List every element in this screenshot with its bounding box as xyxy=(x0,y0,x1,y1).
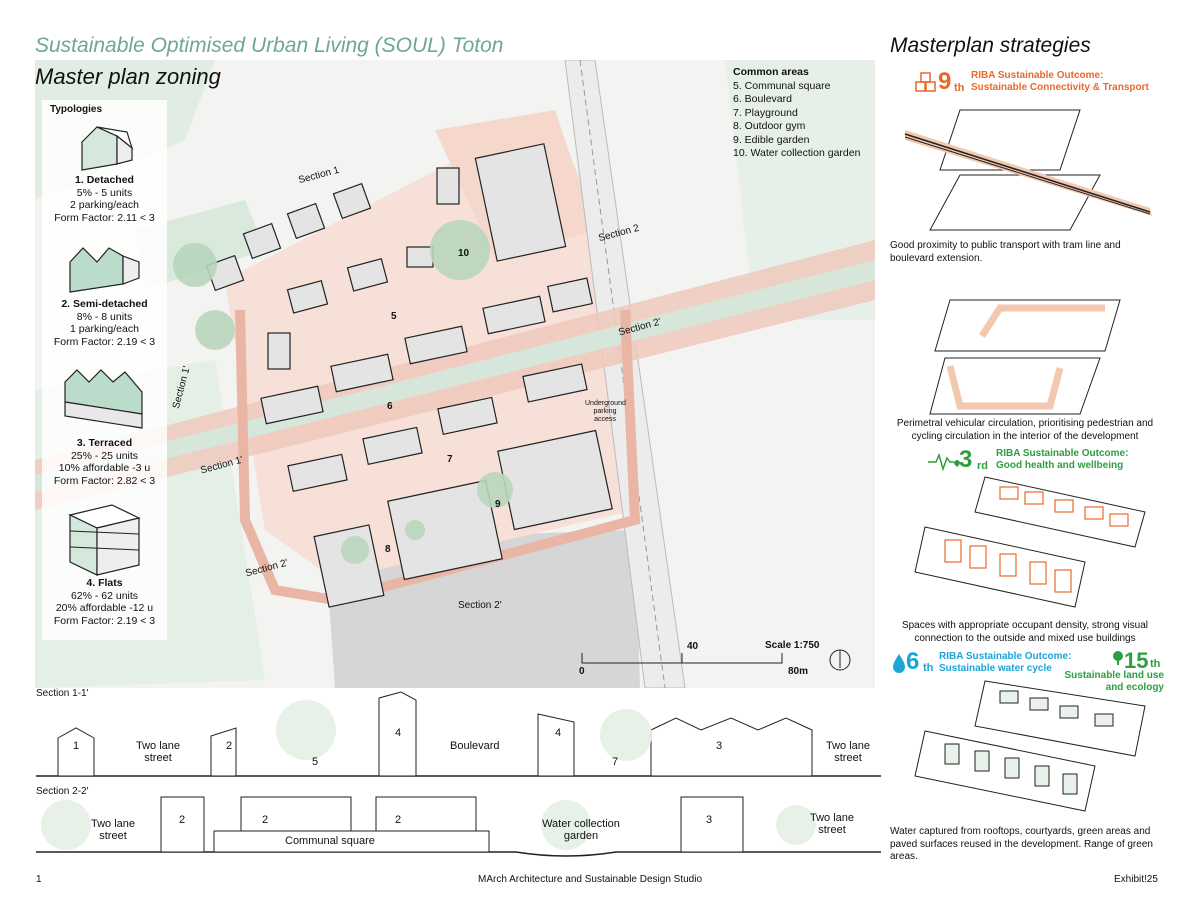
s1-num-2: 2 xyxy=(226,740,233,752)
studio-name: MArch Architecture and Sustainable Desig… xyxy=(478,874,703,885)
riba3-text: RIBA Sustainable Outcome: Sustainable wa… xyxy=(939,651,1072,674)
typology-terraced: 3. Terraced 25% - 25 units 10% affordabl… xyxy=(42,437,167,487)
strategy-caption-1: Good proximity to public transport with … xyxy=(890,240,1121,264)
s2-num-2a: 2 xyxy=(179,814,186,826)
s1-num-4b: 4 xyxy=(555,727,562,739)
typology-line: 5% - 5 units xyxy=(76,186,133,199)
flats-building-icon xyxy=(68,504,141,576)
s1-num-1: 1 xyxy=(73,740,80,752)
terraced-house-icon xyxy=(64,369,143,429)
svg-text:10: 10 xyxy=(458,248,470,259)
typology-line: 2 parking/each xyxy=(70,199,139,211)
water-cycle-diagram xyxy=(914,680,1146,812)
density-diagram xyxy=(914,476,1146,608)
typologies-panel: Typologies 1. Detached 5% - 5 units 2 pa… xyxy=(42,100,167,640)
riba2-text: RIBA Sustainable Outcome: Good health an… xyxy=(996,448,1129,471)
s1-two-lane-right: Two lane street xyxy=(825,740,871,764)
transport-diagram xyxy=(904,109,1152,231)
common-area-item: 6. Boulevard xyxy=(733,93,792,105)
s2-num-2c: 2 xyxy=(395,814,402,826)
section-1-title: Section 1-1' xyxy=(36,688,89,699)
typology-line: Form Factor: 2.19 < 3 xyxy=(53,335,156,348)
typology-line: 20% affordable -12 u xyxy=(55,602,154,614)
riba3-rank: 6 xyxy=(906,648,920,675)
s1-num-4a: 4 xyxy=(395,727,402,739)
scale-tick-0: 0 xyxy=(579,666,585,677)
s1-num-5: 5 xyxy=(312,756,319,768)
typology-detached: 1. Detached 5% - 5 units 2 parking/each … xyxy=(42,174,167,224)
section-label-7: Section 2' xyxy=(458,600,502,611)
s2-communal-square: Communal square xyxy=(285,835,375,847)
typology-name: 2. Semi-detached xyxy=(61,298,148,310)
typology-name: 3. Terraced xyxy=(76,437,133,449)
riba1-text: RIBA Sustainable Outcome: Sustainable Co… xyxy=(971,70,1149,93)
common-areas-list: Common areas 5. Communal square 6. Boule… xyxy=(733,66,860,161)
riba4-rank: 15 xyxy=(1124,648,1149,673)
riba2-suffix: rd xyxy=(977,460,988,472)
riba3-suffix: th xyxy=(923,662,934,674)
typologies-heading: Typologies xyxy=(50,104,103,115)
svg-text:5: 5 xyxy=(391,311,397,322)
water-drop-icon xyxy=(893,654,905,673)
typology-line: 1 parking/each xyxy=(70,323,139,335)
s1-num-3: 3 xyxy=(716,740,723,752)
semi-detached-house-icon xyxy=(69,247,140,293)
riba1-rank: 9 xyxy=(938,68,952,95)
typology-flats: 4. Flats 62% - 62 units 20% affordable -… xyxy=(42,577,167,627)
plan-subtitle: Master plan zoning xyxy=(35,64,221,89)
typology-line: 25% - 25 units xyxy=(70,449,139,462)
exhibit-label: Exhibit!25 xyxy=(1114,874,1158,885)
s1-num-7: 7 xyxy=(612,756,619,768)
masterplan-map: 5 6 7 8 9 10 xyxy=(35,60,875,688)
svg-text:6: 6 xyxy=(387,401,393,412)
svg-text:7: 7 xyxy=(447,454,453,465)
riba4-text: Sustainable land use and ecology xyxy=(1064,670,1164,693)
tree-icon xyxy=(1113,651,1123,665)
s2-num-2b: 2 xyxy=(262,814,269,826)
typology-line: 62% - 62 units xyxy=(70,589,139,602)
typology-semi-detached: 2. Semi-detached 8% - 8 units 1 parking/… xyxy=(42,298,167,348)
strategy-caption-2: Perimetral vehicular circulation, priori… xyxy=(896,418,1154,442)
common-area-item: 5. Communal square xyxy=(733,79,831,92)
parking-access-label: Underground parking access xyxy=(585,400,626,423)
common-area-item: 7. Playground xyxy=(733,106,798,119)
common-areas-heading: Common areas xyxy=(733,66,809,78)
s1-boulevard: Boulevard xyxy=(450,740,500,752)
typology-line: 8% - 8 units xyxy=(76,310,133,323)
typology-line: Form Factor: 2.82 < 3 xyxy=(53,474,156,487)
page-number: 1 xyxy=(36,874,42,885)
svg-text:8: 8 xyxy=(385,544,391,555)
detached-house-icon xyxy=(81,126,134,171)
scale-label: Scale 1:750 xyxy=(765,640,820,651)
common-area-item: 9. Edible garden xyxy=(733,133,810,146)
connectivity-cubes-icon xyxy=(915,72,936,92)
typology-line: Form Factor: 2.19 < 3 xyxy=(53,614,156,627)
circulation-diagram xyxy=(929,299,1121,415)
s2-water-garden: Water collection garden xyxy=(542,818,620,842)
heartbeat-icon xyxy=(928,452,960,472)
s1-two-lane-left: Two lane street xyxy=(135,740,181,764)
strategy-caption-3: Spaces with appropriate occupant density… xyxy=(901,620,1149,644)
strategies-title: Masterplan strategies xyxy=(890,34,1091,57)
riba2-rank: 3 xyxy=(959,446,973,473)
section-2-drawing xyxy=(36,796,881,857)
typology-name: 4. Flats xyxy=(86,577,123,589)
common-area-item: 10. Water collection garden xyxy=(733,147,861,159)
riba1-suffix: th xyxy=(954,82,965,94)
strategy-caption-4: Water captured from rooftops, courtyards… xyxy=(890,826,1153,862)
typology-line: 10% affordable -3 u xyxy=(58,462,151,474)
s2-num-3: 3 xyxy=(706,814,713,826)
s2-two-lane-right: Two lane street xyxy=(809,812,855,836)
scale-tick-80: 80m xyxy=(788,666,809,677)
scale-tick-40: 40 xyxy=(687,641,699,652)
s2-two-lane-left: Two lane street xyxy=(90,818,136,842)
section-1-drawing xyxy=(36,691,881,777)
page-title: Sustainable Optimised Urban Living (SOUL… xyxy=(35,34,504,57)
section-2-title: Section 2-2' xyxy=(36,786,89,797)
typology-name: 1. Detached xyxy=(75,174,134,186)
common-area-item: 8. Outdoor gym xyxy=(733,120,806,132)
typology-line: Form Factor: 2.11 < 3 xyxy=(54,211,155,224)
svg-text:9: 9 xyxy=(495,499,501,510)
riba4-suffix: th xyxy=(1150,658,1161,670)
